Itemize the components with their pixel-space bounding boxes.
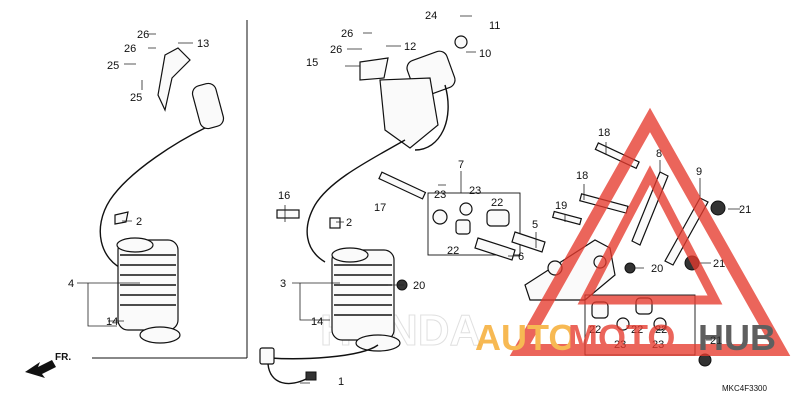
watermark-triangle-icon xyxy=(509,107,791,356)
callout-24: 24 xyxy=(425,10,437,22)
callout-21-b: 21 xyxy=(713,258,725,270)
automotohub-watermark: AUTO MOTO HUB xyxy=(475,107,791,358)
callout-5: 5 xyxy=(532,219,538,231)
callout-14-a: 14 xyxy=(106,316,118,328)
callout-3: 3 xyxy=(280,278,286,290)
callout-1: 1 xyxy=(338,376,344,388)
callout-11: 11 xyxy=(489,20,500,32)
callout-22-d: 22 xyxy=(631,324,643,336)
callout-21-a: 21 xyxy=(739,204,751,216)
callout-26-b: 26 xyxy=(124,43,136,55)
callouts: 26 26 25 25 13 26 26 15 12 24 11 10 2 2 … xyxy=(68,10,751,388)
callout-22-a: 22 xyxy=(491,197,503,209)
callout-19: 19 xyxy=(555,200,567,212)
callout-20-b: 20 xyxy=(651,263,663,275)
callout-8: 8 xyxy=(656,148,662,160)
callout-16: 16 xyxy=(278,190,290,202)
callout-2-b: 2 xyxy=(346,217,352,229)
callout-17: 17 xyxy=(374,202,386,214)
watermark-text-moto: MOTO xyxy=(568,317,675,358)
callout-26-a: 26 xyxy=(137,29,149,41)
callout-18-b: 18 xyxy=(576,170,588,182)
callout-7: 7 xyxy=(458,159,464,171)
callout-22-e: 22 xyxy=(655,324,667,336)
diagram-code: MKC4F3300 xyxy=(722,384,767,393)
front-direction-indicator: FR. xyxy=(25,352,71,378)
callout-18-a: 18 xyxy=(598,127,610,139)
middle-shock-assembly xyxy=(259,35,468,385)
callout-25-b: 25 xyxy=(130,92,142,104)
callout-13: 13 xyxy=(197,38,209,50)
leader-lines xyxy=(77,15,740,384)
callout-22-c: 22 xyxy=(589,324,601,336)
front-arrow-icon xyxy=(25,360,56,378)
watermark-text-hub: HUB xyxy=(698,317,776,358)
watermark-text-auto: AUTO xyxy=(475,317,576,358)
callout-14-b: 14 xyxy=(311,316,323,328)
bushing-kit-frame xyxy=(427,192,521,256)
front-direction-label: FR. xyxy=(55,352,71,363)
callout-15: 15 xyxy=(306,57,318,69)
callout-22-b: 22 xyxy=(447,245,459,257)
callout-4: 4 xyxy=(68,278,74,290)
callout-20-a: 20 xyxy=(413,280,425,292)
callout-25-a: 25 xyxy=(107,60,119,72)
callout-23-b: 23 xyxy=(469,185,481,197)
callout-10: 10 xyxy=(479,48,491,60)
left-shock-assembly xyxy=(99,47,225,344)
callout-26-d: 26 xyxy=(330,44,342,56)
callout-23-a: 23 xyxy=(434,189,446,201)
callout-26-c: 26 xyxy=(341,28,353,40)
callout-9: 9 xyxy=(696,166,702,178)
callout-12: 12 xyxy=(404,41,416,53)
callout-6: 6 xyxy=(518,251,524,263)
callout-2-a: 2 xyxy=(136,216,142,228)
